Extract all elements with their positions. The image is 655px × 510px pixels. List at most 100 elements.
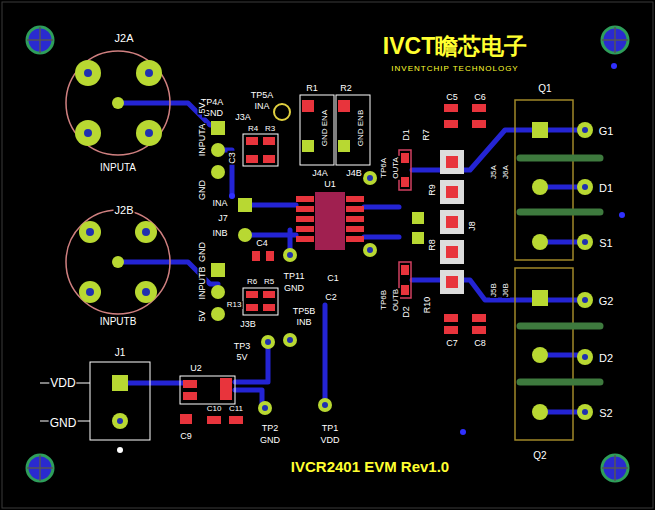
smd-pad <box>229 416 243 424</box>
test-point-ring <box>274 104 290 120</box>
through-hole-pad <box>211 143 225 157</box>
connector-outline <box>66 51 170 314</box>
smd-block <box>440 210 464 234</box>
smd-block <box>440 270 464 294</box>
silkscreen-label: D2 <box>598 353 614 364</box>
silkscreen-label: TP5A <box>250 91 275 100</box>
through-hole-pad <box>363 171 377 185</box>
silkscreen-label: OUTA <box>392 156 400 180</box>
mounting-hole <box>27 455 53 481</box>
smd-pad <box>444 314 458 322</box>
silkscreen-label: J3B <box>239 320 257 329</box>
via <box>460 429 466 435</box>
smd-pad <box>207 416 221 424</box>
silkscreen-label: 5V <box>198 309 207 322</box>
smd-pad <box>446 246 458 258</box>
silkscreen-label: TP5B <box>292 307 317 316</box>
silkscreen-label: C10 <box>206 405 223 413</box>
through-hole-pad <box>532 122 548 138</box>
silkscreen-label: R7 <box>422 128 431 142</box>
silkscreen-label: GND <box>259 436 281 445</box>
smd-pad <box>346 196 364 202</box>
drill-hole <box>142 288 150 296</box>
copper-trace <box>412 130 585 170</box>
copper-trace <box>364 235 399 240</box>
silkscreen-label: C11 <box>228 405 244 413</box>
drill-hole <box>86 288 94 296</box>
silkscreen-label: 5V <box>198 101 207 114</box>
silkscreen-label: IVCT瞻芯电子 <box>382 35 528 58</box>
smd-pad <box>296 196 314 202</box>
smd-pad <box>401 285 409 295</box>
silkscreen-label: GND <box>283 284 305 293</box>
component-outline <box>90 362 150 440</box>
component-outline <box>180 376 235 404</box>
silkscreen-label: C9 <box>179 432 193 441</box>
smd-pad <box>401 265 409 275</box>
silkscreen-label: INB <box>211 229 228 238</box>
through-hole-pad <box>211 307 225 321</box>
drill-hole <box>84 69 588 424</box>
smd-pad <box>183 380 197 388</box>
silkscreen-label: TP11 <box>283 272 306 281</box>
mounting-hole <box>602 455 628 481</box>
smd-block <box>440 180 464 204</box>
component-outline <box>243 134 278 166</box>
transistor-outline <box>515 100 573 440</box>
silkscreen-label: R4 <box>247 125 259 133</box>
through-hole-pad <box>135 221 157 243</box>
component-outline <box>243 288 278 315</box>
smd-pad <box>472 104 486 112</box>
silkscreen-label: J1 <box>114 348 127 358</box>
silkscreen-label: INVENTCHIP TECHNOLOGY <box>390 65 519 73</box>
silkscreen-label: TP6A <box>380 157 388 179</box>
silkscreen-label: TP2 <box>261 424 280 433</box>
component-outline <box>336 95 370 165</box>
silkscreen-label: C4 <box>255 239 269 248</box>
silkscreen-label: INPUTB <box>99 317 138 327</box>
smd-pad <box>296 206 314 212</box>
through-hole-pad <box>577 292 593 308</box>
silkscreen-label: J8 <box>468 220 477 232</box>
drill-hole <box>142 228 150 236</box>
silkscreen-label: J7 <box>217 214 229 223</box>
smd-pad <box>296 226 314 232</box>
silkscreen-label: C3 <box>228 151 237 165</box>
silkscreen-label: R8 <box>428 238 437 252</box>
mounting-hole <box>27 27 53 53</box>
through-hole-pad <box>577 122 593 138</box>
via <box>619 212 625 218</box>
smd-pad <box>401 153 409 163</box>
component-outline <box>300 95 334 165</box>
through-hole-pad <box>532 179 548 195</box>
silkscreen-label: G2 <box>598 296 615 307</box>
silkscreen-label: J6B <box>502 282 510 298</box>
silkscreen-label: INPUTA <box>99 163 137 173</box>
smd-pad <box>220 378 232 400</box>
via <box>611 63 617 69</box>
smd-pad <box>302 100 314 112</box>
through-hole-pad <box>238 198 252 212</box>
through-hole-pad <box>75 120 101 146</box>
silkscreen-label: Q1 <box>537 84 552 94</box>
through-hole-pad <box>318 398 332 412</box>
drill-hole <box>582 239 588 245</box>
silkscreen-label: TP1 <box>321 424 340 433</box>
silkscreen-label: J2B <box>114 205 135 216</box>
silkscreen-label: J4B <box>345 169 363 178</box>
smd-block <box>440 150 464 174</box>
silkscreen-label: R3 <box>264 125 276 133</box>
mounting-hole <box>27 27 53 53</box>
silkscreen-label: IVCR2401 EVM Rev1.0 <box>290 459 450 474</box>
through-hole-pad <box>136 60 162 86</box>
smd-block <box>440 240 464 264</box>
silkscreen-label: U1 <box>323 180 337 189</box>
through-hole-pad <box>532 347 548 363</box>
silkscreen-label: J5A <box>490 164 498 180</box>
smd-pad <box>346 226 364 232</box>
silkscreen-label: C5 <box>445 93 459 102</box>
silkscreen-label: J4A <box>311 169 329 178</box>
drill-hole <box>84 69 92 77</box>
through-hole-pad <box>261 335 275 349</box>
